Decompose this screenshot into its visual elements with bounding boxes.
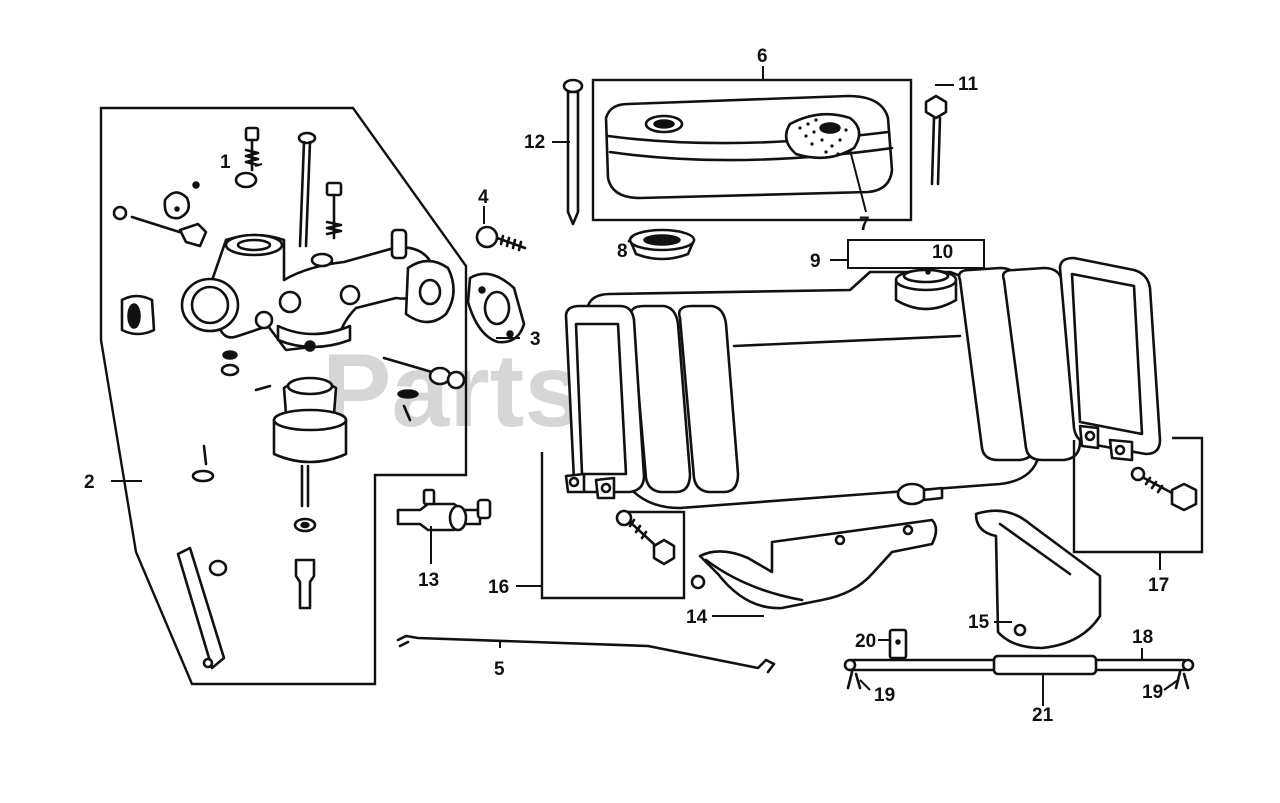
callout-11[interactable]: 11 [958, 74, 979, 95]
shield-bolt-icon [562, 78, 584, 226]
tank-strap-left[interactable] [540, 304, 686, 600]
callout-5[interactable]: 5 [494, 659, 505, 680]
bushing-icon [120, 294, 156, 336]
idle-screw-icon [234, 126, 260, 189]
tank-strap-right[interactable] [1058, 256, 1204, 554]
callout-21[interactable]: 21 [1032, 705, 1054, 726]
tank-bracket-left[interactable] [690, 518, 938, 610]
callout-9[interactable]: 9 [810, 251, 821, 272]
callout-12[interactable]: 12 [524, 132, 545, 153]
callout-1[interactable]: 1 [220, 152, 231, 173]
callout-19-right[interactable]: 19 [1142, 682, 1163, 703]
needle-valve-icon [297, 131, 317, 248]
strap-icon [564, 304, 646, 500]
fuel-line-assembly[interactable] [843, 628, 1195, 690]
callout-14[interactable]: 14 [686, 607, 708, 628]
bolt-icon [382, 356, 466, 422]
callout-13[interactable]: 13 [418, 570, 439, 591]
grommet-icon [628, 228, 696, 261]
nut-bolt-icon [475, 225, 527, 252]
callout-15[interactable]: 15 [968, 612, 990, 633]
bracket-icon [176, 546, 228, 670]
shield-kit-frame [591, 78, 913, 222]
mixture-screw-icon [325, 181, 343, 240]
bracket-icon [974, 509, 1102, 650]
callout-18[interactable]: 18 [1132, 627, 1153, 648]
bolt-icon [1130, 466, 1198, 512]
callout-8[interactable]: 8 [617, 241, 628, 262]
bowl-bolt-icon [293, 464, 317, 610]
callout-6[interactable]: 6 [757, 46, 768, 67]
bolt-icon [615, 509, 676, 566]
carburetor-icon [180, 228, 455, 352]
fuel-tank-icon[interactable] [586, 239, 1082, 510]
callout-17[interactable]: 17 [1148, 575, 1169, 596]
callout-3[interactable]: 3 [530, 329, 541, 350]
strap-left-kit-frame [540, 452, 686, 600]
fuel-tank-shield-assembly[interactable] [591, 78, 913, 222]
strap-icon [1058, 256, 1162, 462]
throttle-plate-icon [163, 181, 200, 220]
float-bowl-icon [254, 376, 348, 464]
callout-16[interactable]: 16 [488, 577, 509, 598]
callout-2[interactable]: 2 [84, 472, 95, 493]
fuel-tank-shield-icon [604, 94, 894, 200]
bracket-icon [690, 518, 938, 610]
washer-icon [220, 363, 240, 377]
callout-10[interactable]: 10 [932, 242, 953, 263]
strap-right-kit-frame [1072, 436, 1204, 554]
carburetor-assembly[interactable] [99, 106, 468, 686]
shield-screw-icon [924, 94, 948, 186]
fuel-shutoff-valve-icon [396, 488, 492, 532]
choke-shaft-icon [112, 205, 208, 248]
callout-7[interactable]: 7 [859, 214, 870, 235]
callouts[interactable]: 1 2 3 4 5 6 7 8 9 10 11 12 13 14 15 16 1… [84, 46, 1169, 726]
gasket-icon [466, 272, 526, 344]
tank-bracket-right[interactable] [974, 509, 1102, 650]
leader-lines [111, 66, 1179, 706]
carburetor-kit-frame [99, 106, 468, 686]
throttle-link-rod-icon [396, 634, 776, 674]
callout-4[interactable]: 4 [478, 187, 489, 208]
fuel-line-icon [843, 628, 1195, 690]
callout-19-left[interactable]: 19 [874, 685, 895, 706]
washer-icon [222, 350, 238, 360]
callout-20[interactable]: 20 [855, 631, 876, 652]
fuel-cap-icon [894, 268, 958, 311]
cap-frame [847, 239, 985, 269]
pin-icon [191, 444, 215, 483]
